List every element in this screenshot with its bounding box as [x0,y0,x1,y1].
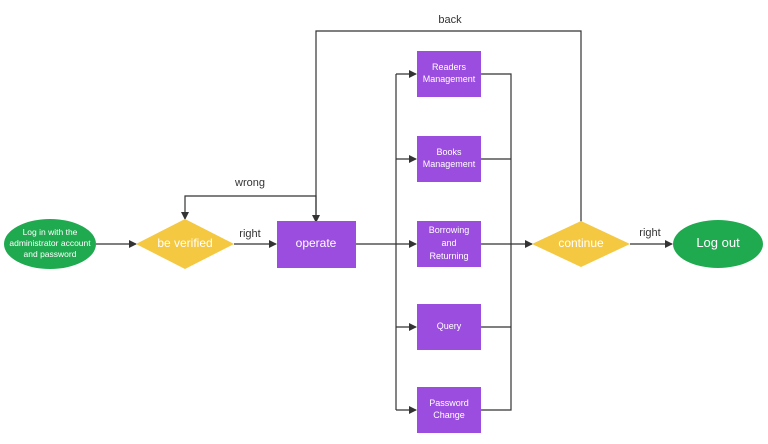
edge-label-right-verify: right [239,228,260,240]
edge-wrong-loop [181,195,317,222]
label-line: Change [433,410,465,420]
label-line: continue [558,236,604,250]
borrowing-returning-box [417,221,481,267]
label-line: and password [24,249,77,259]
operate-label: operate [296,236,337,250]
continue-label: continue [558,236,604,250]
label-line: Readers [432,62,467,72]
verify-diamond [136,219,234,269]
edges [96,30,673,414]
continue-diamond [532,221,630,267]
node-logout: Log out [673,220,763,268]
edge-label-wrong: wrong [234,177,265,189]
verify-label: be verified [157,236,212,250]
query-label: Query [437,321,462,331]
logout-label: Log out [696,235,740,250]
logout-oval [673,220,763,268]
edge-label-right-continue: right [639,227,660,239]
query-box [417,304,481,350]
label-line: Books [436,147,462,157]
label-line: Password [429,398,469,408]
readers-management-box [417,51,481,97]
edge-right-bus [481,73,512,411]
label-line: be verified [157,236,212,250]
label-line: Management [423,159,476,169]
edge-back-loop [312,30,582,223]
password-change-box [417,387,481,433]
label-line: administrator account [9,238,91,248]
label-line: and [441,238,456,248]
label-line: Returning [429,251,468,261]
node-query: Query [417,304,481,350]
node-continue: continue [532,221,630,267]
operate-box [277,221,356,268]
label-line: Log in with the [23,227,78,237]
label-line: Log out [696,235,740,250]
start-oval [4,219,96,269]
edge-label-back: back [438,14,462,26]
label-line: Query [437,321,462,331]
label-line: operate [296,236,337,250]
label-line: Management [423,74,476,84]
books-management-box [417,136,481,182]
node-verify: be verified [136,219,234,269]
label-line: Borrowing [429,225,470,235]
node-operate: operate [277,221,356,268]
